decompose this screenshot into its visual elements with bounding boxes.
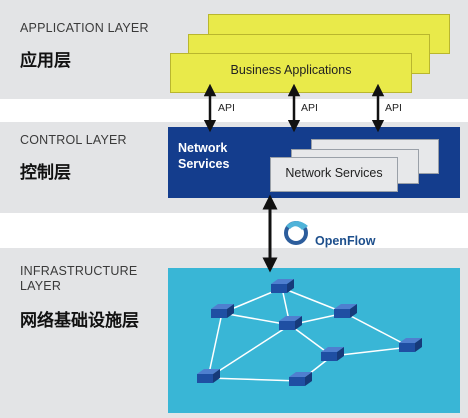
business-app-label: Business Applications (230, 63, 352, 77)
network-services-card-front (270, 157, 398, 192)
api-label-3: API (385, 102, 402, 114)
network-services-card-label: Network Services (285, 166, 383, 180)
openflow-label: OpenFlow (315, 234, 376, 248)
control-layer-title-cn: 控制层 (20, 163, 71, 183)
switch-icon (334, 304, 357, 318)
switch-icon (211, 304, 234, 318)
application-layer-title: APPLICATION LAYER (20, 21, 149, 35)
openflow-logo-icon (284, 221, 308, 245)
api-label-1: API (218, 102, 235, 114)
switch-icon (321, 347, 344, 361)
network-links (207, 287, 411, 382)
switch-icon (399, 338, 422, 352)
application-layer-title-cn: 应用层 (20, 51, 71, 71)
network-services-title: Network Services (178, 141, 230, 171)
switch-icon (197, 369, 220, 383)
infrastructure-layer-title: INFRASTRUCTURE LAYER (20, 264, 138, 293)
switch-icon (271, 279, 294, 293)
switch-icon (279, 316, 302, 330)
control-layer-title: CONTROL LAYER (20, 133, 127, 147)
infrastructure-layer-title-cn: 网络基础设施层 (20, 311, 139, 331)
api-label-2: API (301, 102, 318, 114)
switch-icon (289, 372, 312, 386)
